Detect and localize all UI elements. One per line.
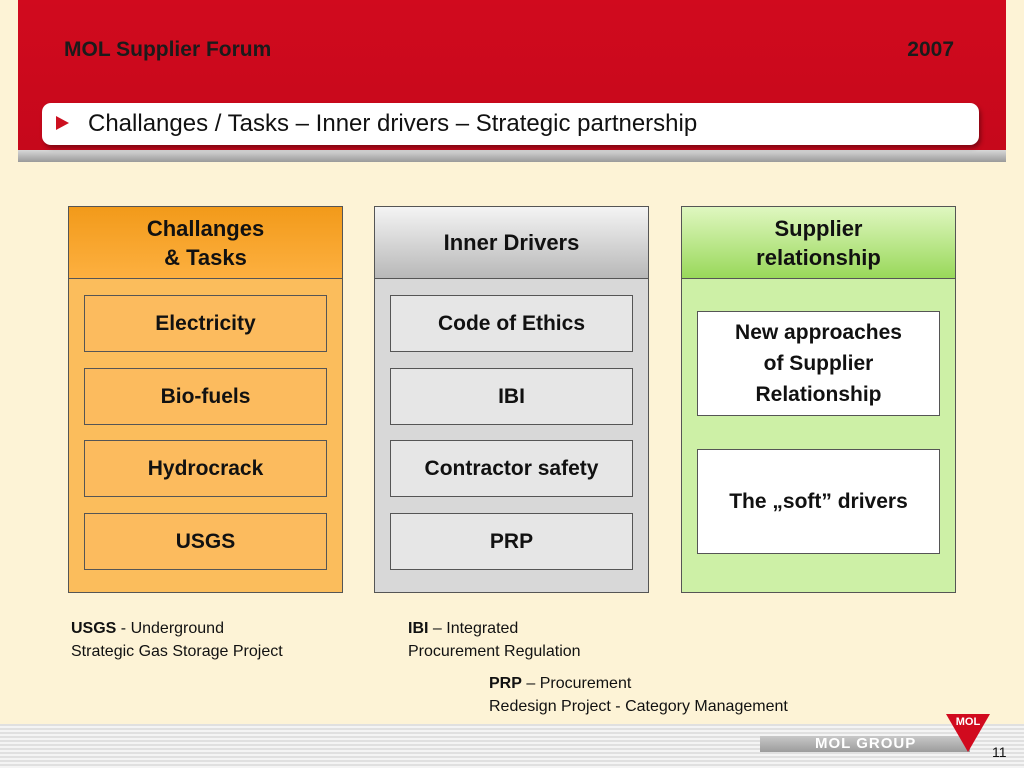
footnote-term: USGS bbox=[71, 620, 117, 637]
driver-item-contractor-safety: Contractor safety bbox=[390, 440, 633, 497]
footnote-text: Procurement bbox=[539, 675, 632, 692]
footnote-separator: – bbox=[428, 620, 447, 637]
supplier-item-soft-drivers: The „soft” drivers bbox=[697, 449, 940, 554]
footnote-usgs: USGS - Underground Strategic Gas Storage… bbox=[71, 617, 283, 663]
footnote-prp: PRP – Procurement Redesign Project - Cat… bbox=[489, 672, 788, 718]
challenge-item-electricity: Electricity bbox=[84, 295, 327, 352]
challenge-item-biofuels: Bio-fuels bbox=[84, 368, 327, 425]
driver-item-ibi: IBI bbox=[390, 368, 633, 425]
driver-item-code-of-ethics: Code of Ethics bbox=[390, 295, 633, 352]
header-shadow bbox=[18, 150, 1006, 162]
supplier-item-new-approaches: New approaches of Supplier Relationship bbox=[697, 311, 940, 416]
footnote-term: IBI bbox=[408, 620, 429, 637]
inner-drivers-column: Inner Drivers Code of Ethics IBI Contrac… bbox=[374, 206, 649, 593]
challenges-column: Challanges & Tasks Electricity Bio-fuels… bbox=[68, 206, 343, 593]
logo-text: MOL bbox=[956, 716, 981, 728]
footer-brand-text: MOL GROUP bbox=[815, 735, 917, 752]
footnote-text: Integrated bbox=[446, 620, 519, 637]
inner-drivers-heading: Inner Drivers bbox=[375, 207, 648, 279]
footnote-text: Underground bbox=[130, 620, 224, 637]
mol-logo-icon: MOL bbox=[946, 714, 990, 752]
footnote-ibi: IBI – Integrated Procurement Regulation bbox=[408, 617, 581, 663]
presentation-year: 2007 bbox=[907, 38, 954, 61]
footnote-text: Procurement Regulation bbox=[408, 643, 581, 660]
supplier-relationship-heading: Supplier relationship bbox=[682, 207, 955, 279]
driver-item-prp: PRP bbox=[390, 513, 633, 570]
supplier-relationship-column: Supplier relationship New approaches of … bbox=[681, 206, 956, 593]
footnote-term: PRP bbox=[489, 675, 522, 692]
challenge-item-hydrocrack: Hydrocrack bbox=[84, 440, 327, 497]
footnote-separator: – bbox=[521, 675, 540, 692]
footer-brand-bar bbox=[760, 736, 970, 752]
presentation-title: MOL Supplier Forum bbox=[64, 38, 272, 61]
slide-subtitle: Challanges / Tasks – Inner drivers – Str… bbox=[88, 110, 698, 137]
footnote-text: Strategic Gas Storage Project bbox=[71, 643, 283, 660]
challenges-heading: Challanges & Tasks bbox=[69, 207, 342, 279]
play-arrow-icon bbox=[56, 116, 69, 130]
subtitle-bar bbox=[42, 103, 979, 145]
page-number: 11 bbox=[992, 744, 1007, 760]
footnote-text: Redesign Project - Category Management bbox=[489, 698, 788, 715]
footnote-separator: - bbox=[116, 620, 131, 637]
challenge-item-usgs: USGS bbox=[84, 513, 327, 570]
